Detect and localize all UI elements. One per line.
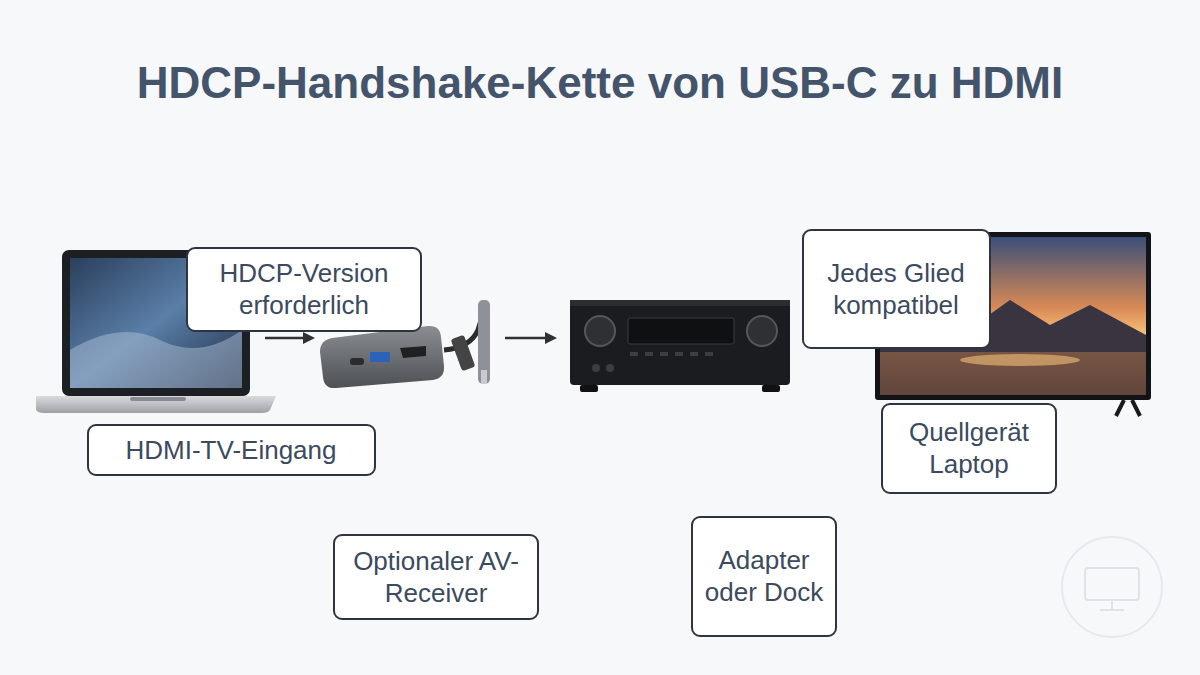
label-text: Optionaler AV-Receiver	[345, 545, 527, 610]
diagram-title: HDCP-Handshake-Kette von USB-C zu HDMI	[0, 58, 1200, 108]
watermark-icon	[1062, 537, 1162, 637]
label-box: HDCP-Version erforderlich	[186, 247, 422, 332]
label-text: HDCP-Version erforderlich	[198, 257, 410, 322]
label-box: Optionaler AV-Receiver	[333, 534, 539, 620]
label-box: Jedes Glied kompatibel	[802, 229, 991, 349]
label-box: Adapter oder Dock	[691, 516, 837, 637]
label-text: Quellgerät Laptop	[893, 416, 1045, 481]
label-box: Quellgerät Laptop	[881, 403, 1057, 494]
label-box: HDMI-TV-Eingang	[87, 424, 376, 477]
label-text: HDMI-TV-Eingang	[126, 434, 337, 467]
av-receiver-figure	[570, 300, 790, 392]
label-text: Jedes Glied kompatibel	[814, 257, 979, 322]
label-text: Adapter oder Dock	[703, 544, 825, 609]
